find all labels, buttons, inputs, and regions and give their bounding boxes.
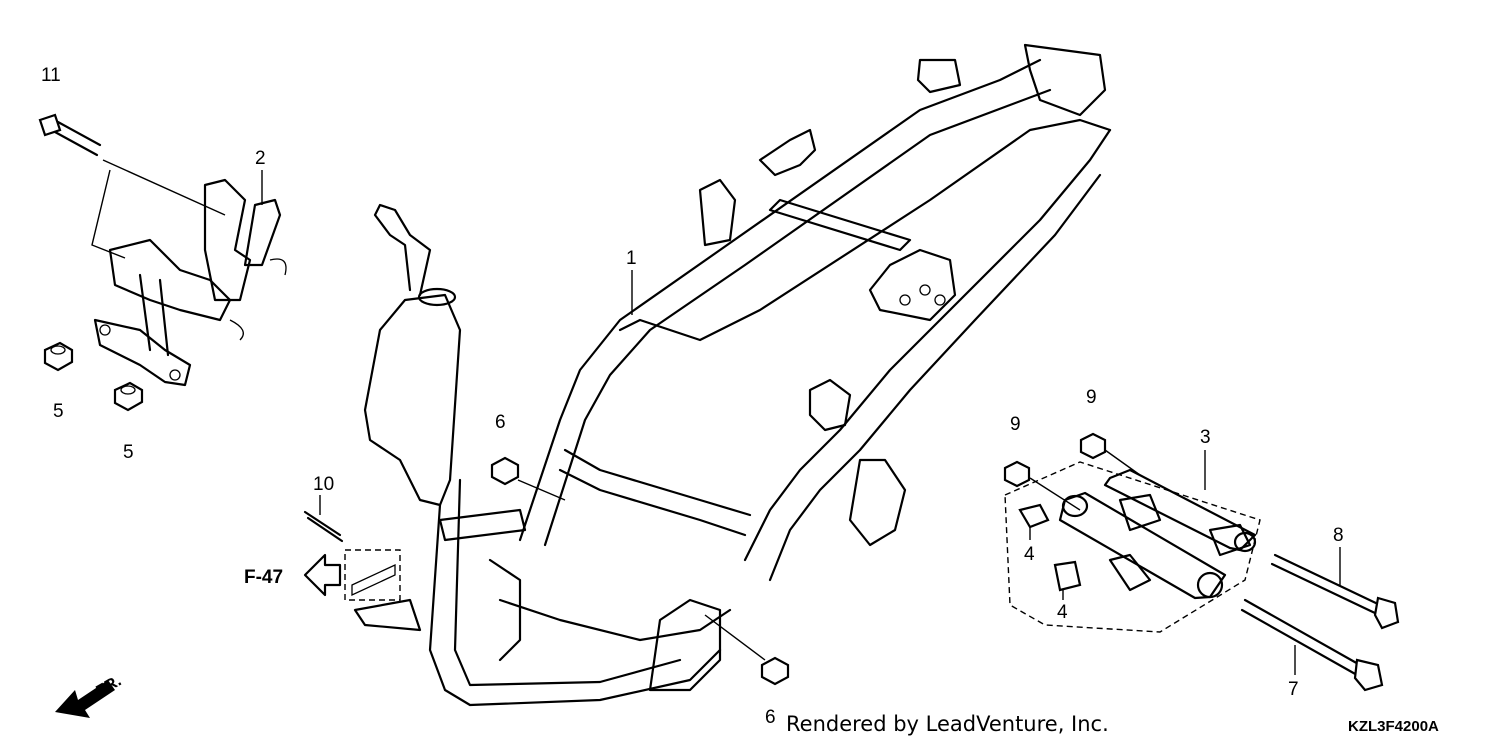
nut-5-upper	[43, 341, 74, 372]
callout-5-lower: 5	[123, 442, 134, 463]
diagram-code: KZL3F4200A	[1348, 718, 1439, 735]
callout-3: 3	[1200, 427, 1211, 448]
credit-text: Rendered by LeadVenture, Inc.	[786, 712, 1109, 736]
callout-11: 11	[41, 65, 61, 86]
nut-6-lower	[704, 614, 790, 686]
callout-8: 8	[1333, 525, 1344, 546]
bolt-7	[1240, 598, 1384, 692]
callout-10: 10	[313, 474, 334, 495]
callout-9-right: 9	[1086, 387, 1097, 408]
callout-2: 2	[255, 148, 266, 169]
bolt-11	[38, 113, 226, 259]
reference-label: F-47	[244, 567, 283, 588]
reference-arrow	[303, 549, 401, 601]
engine-hanger	[1004, 450, 1261, 633]
callout-4-upper: 4	[1024, 544, 1035, 565]
callout-9-left: 9	[1010, 414, 1021, 435]
frame-body	[353, 43, 1112, 707]
nut-6-upper	[490, 456, 566, 501]
nut-9-right	[1079, 432, 1141, 476]
callout-4-lower: 4	[1057, 602, 1068, 623]
front-direction-arrow	[55, 680, 115, 718]
bracket-assembly	[93, 178, 287, 387]
callout-5-upper: 5	[53, 401, 64, 422]
nut-5-lower	[113, 381, 144, 412]
rubber-4-lower	[1053, 560, 1082, 600]
callout-6-lower: 6	[765, 707, 776, 728]
callout-1: 1	[626, 248, 637, 269]
nut-9-left	[1003, 460, 1081, 511]
bolt-8	[1270, 547, 1400, 630]
callout-7: 7	[1288, 679, 1299, 700]
callout-6-upper: 6	[495, 412, 506, 433]
pin-10	[303, 495, 344, 543]
rubber-4-upper	[1018, 503, 1050, 540]
